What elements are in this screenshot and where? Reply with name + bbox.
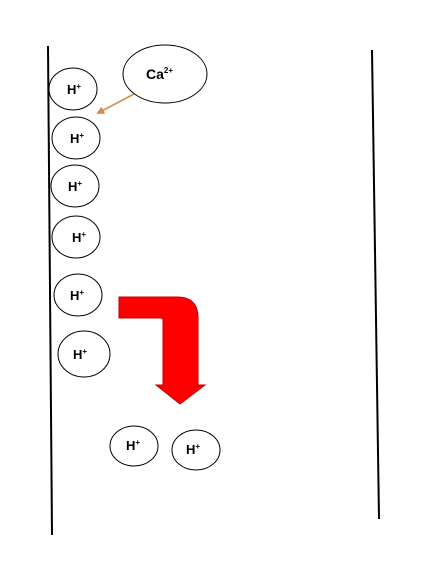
h-ion: H+ <box>57 330 111 378</box>
h-ion: H+ <box>53 273 103 317</box>
left-wall <box>47 45 53 536</box>
right-wall <box>371 49 380 520</box>
svg-text:H+: H+ <box>68 179 82 194</box>
svg-text:Ca2+: Ca2+ <box>146 66 173 82</box>
h-ion: H+ <box>51 116 101 160</box>
released-h-ion: H+ <box>109 425 159 467</box>
calcium-attraction-arrow <box>96 93 135 114</box>
svg-text:H+: H+ <box>67 82 81 97</box>
calcium-symbol: Ca <box>146 66 164 82</box>
release-flow-arrow <box>118 296 207 405</box>
svg-text:H+: H+ <box>126 438 140 453</box>
calcium-charge: 2+ <box>164 66 173 75</box>
released-h-ion: H+ <box>171 429 221 471</box>
h-ion: H+ <box>51 215 101 259</box>
svg-text:H+: H+ <box>73 347 87 362</box>
svg-text:H+: H+ <box>70 131 84 146</box>
svg-text:H+: H+ <box>72 230 86 245</box>
h-ion: H+ <box>48 67 98 111</box>
svg-text:H+: H+ <box>70 288 84 303</box>
h-ion: H+ <box>50 164 100 208</box>
svg-text:H+: H+ <box>186 442 200 457</box>
calcium-ion: Ca2+ <box>122 44 208 104</box>
